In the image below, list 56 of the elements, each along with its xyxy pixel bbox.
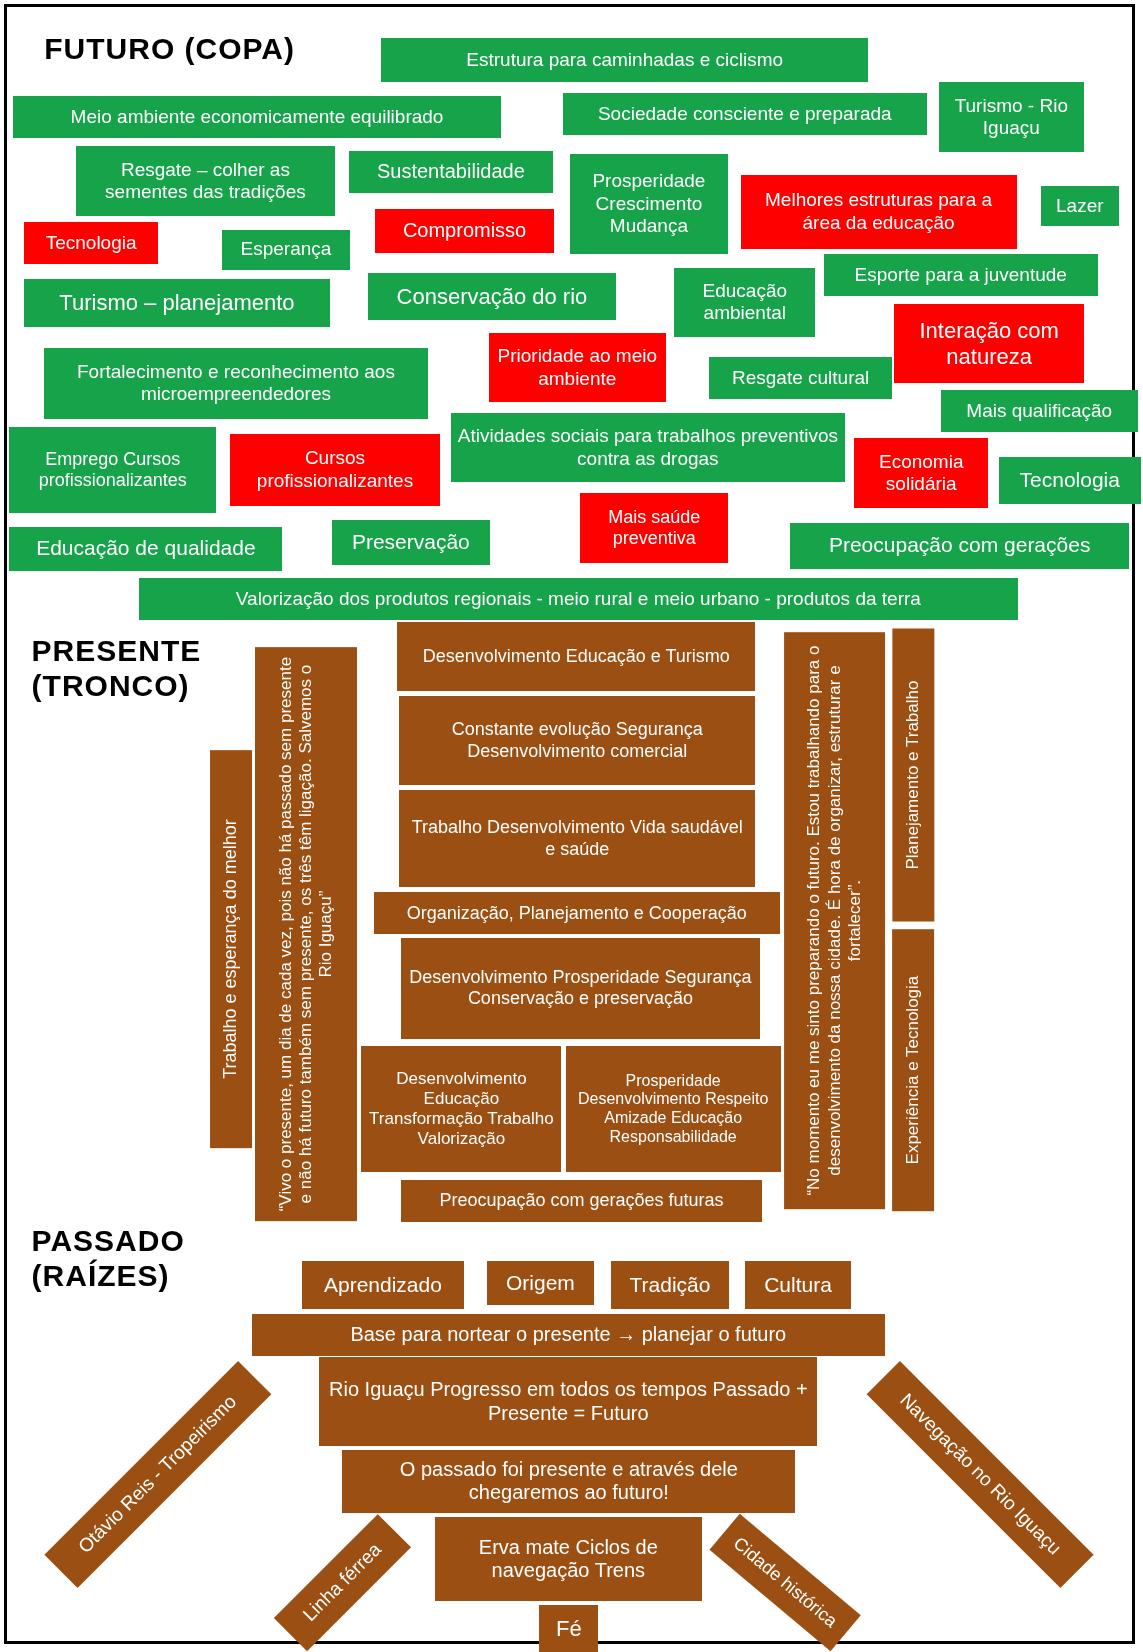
idea-box: Educação de qualidade: [9, 526, 283, 571]
idea-box: Emprego Cursos profissionalizantes: [9, 426, 216, 513]
idea-box: Mais qualificação: [940, 389, 1138, 432]
idea-box: Estrutura para caminhadas e ciclismo: [381, 37, 869, 83]
idea-box: Mais saúde preventiva: [580, 493, 728, 563]
idea-box: Fortalecimento e reconhecimento aos microempreendedores: [44, 347, 428, 420]
section-heading: PRESENTE (TRONCO): [31, 634, 203, 704]
idea-box: Educação ambiental: [674, 267, 816, 338]
idea-box: Valorização dos produtos regionais - meio rural e meio urbano - produtos da terra: [139, 578, 1018, 621]
idea-box: Preservação: [331, 520, 490, 565]
trunk-box: Organização, Planejamento e Cooperação: [373, 892, 780, 935]
trunk-box: Constante evolução Segurança Desenvolvimento comercial: [399, 696, 756, 785]
idea-box: Turismo – planejamento: [24, 279, 330, 327]
idea-box: Esperança: [222, 229, 350, 270]
idea-box: Tecnologia: [998, 457, 1141, 504]
root-box: Rio Iguaçu Progresso em todos os tempos Passado + Presente = Futuro: [319, 1356, 818, 1447]
idea-box: Resgate cultural: [708, 357, 893, 400]
trunk-side-box: “Vivo o presente, um dia de cada vez, pois não há passado sem presente e não há futuro também sem presente, os três têm ligação. Salvemos o Rio Iguaçu”: [255, 647, 358, 1222]
trunk-box: Preocupação com gerações futuras: [401, 1179, 762, 1222]
idea-box: Sustentabilidade: [348, 150, 554, 193]
trunk-box: Desenvolvimento Prosperidade Segurança Conservação e preservação: [401, 937, 760, 1039]
root-box: Origem: [486, 1261, 595, 1306]
idea-box: Conservação do rio: [367, 272, 617, 321]
root-box: Base para nortear o presente → planejar o futuro: [251, 1313, 885, 1356]
trunk-side-box: “No momento eu me sinto preparando o futuro. Estou trabalhando para o desenvolvimento da nossa cidade. É hora de organizar, estruturar e fortalecer”.: [783, 632, 885, 1210]
trunk-side-box: Experiência e Tecnologia: [892, 929, 935, 1212]
idea-box: Resgate – colher as sementes das tradições: [75, 146, 335, 216]
idea-box: Prosperidade Crescimento Mudança: [569, 153, 728, 254]
section-heading: FUTURO (COPA): [44, 31, 296, 67]
idea-box: Interação com natureza: [894, 304, 1084, 384]
idea-box: Cursos profissionalizantes: [229, 434, 441, 506]
root-box: Erva mate Ciclos de navegação Trens: [435, 1516, 702, 1602]
root-box: Tradição: [611, 1261, 729, 1310]
idea-box: Turismo - Rio Iguaçu: [938, 82, 1084, 152]
trunk-side-box: Trabalho e esperança do melhor: [209, 750, 252, 1149]
root-box: Cultura: [744, 1261, 852, 1310]
root-box: Aprendizado: [302, 1261, 464, 1310]
idea-box: Lazer: [1040, 186, 1119, 227]
trunk-box: Desenvolvimento Educação Transformação Trabalho Valorização: [361, 1046, 562, 1173]
idea-box: Atividades sociais para trabalhos preventivos contra as drogas: [450, 412, 845, 483]
idea-box: Melhores estruturas para a área da educação: [740, 174, 1017, 249]
trunk-side-box: Planejamento e Trabalho: [892, 628, 935, 922]
idea-box: Compromisso: [375, 208, 555, 253]
idea-box: Prioridade ao meio ambiente: [488, 332, 666, 403]
idea-box: Preocupação com gerações: [790, 522, 1130, 569]
idea-box: Esporte para a juventude: [823, 253, 1098, 296]
root-box: O passado foi presente e através dele chegaremos ao futuro!: [342, 1449, 796, 1513]
idea-box: Meio ambiente economicamente equilibrado: [12, 95, 502, 138]
trunk-box: Trabalho Desenvolvimento Vida saudável e saúde: [399, 790, 756, 887]
idea-box: Tecnologia: [24, 222, 158, 265]
root-box: Fé: [539, 1605, 599, 1652]
section-heading: PASSADO (RAÍZES): [31, 1224, 186, 1294]
trunk-box: Desenvolvimento Educação e Turismo: [397, 621, 756, 692]
idea-box: Sociedade consciente e preparada: [562, 92, 927, 135]
trunk-box: Prosperidade Desenvolvimento Respeito Amizade Educação Responsabilidade: [565, 1046, 781, 1173]
idea-box: Economia solidária: [854, 438, 989, 508]
